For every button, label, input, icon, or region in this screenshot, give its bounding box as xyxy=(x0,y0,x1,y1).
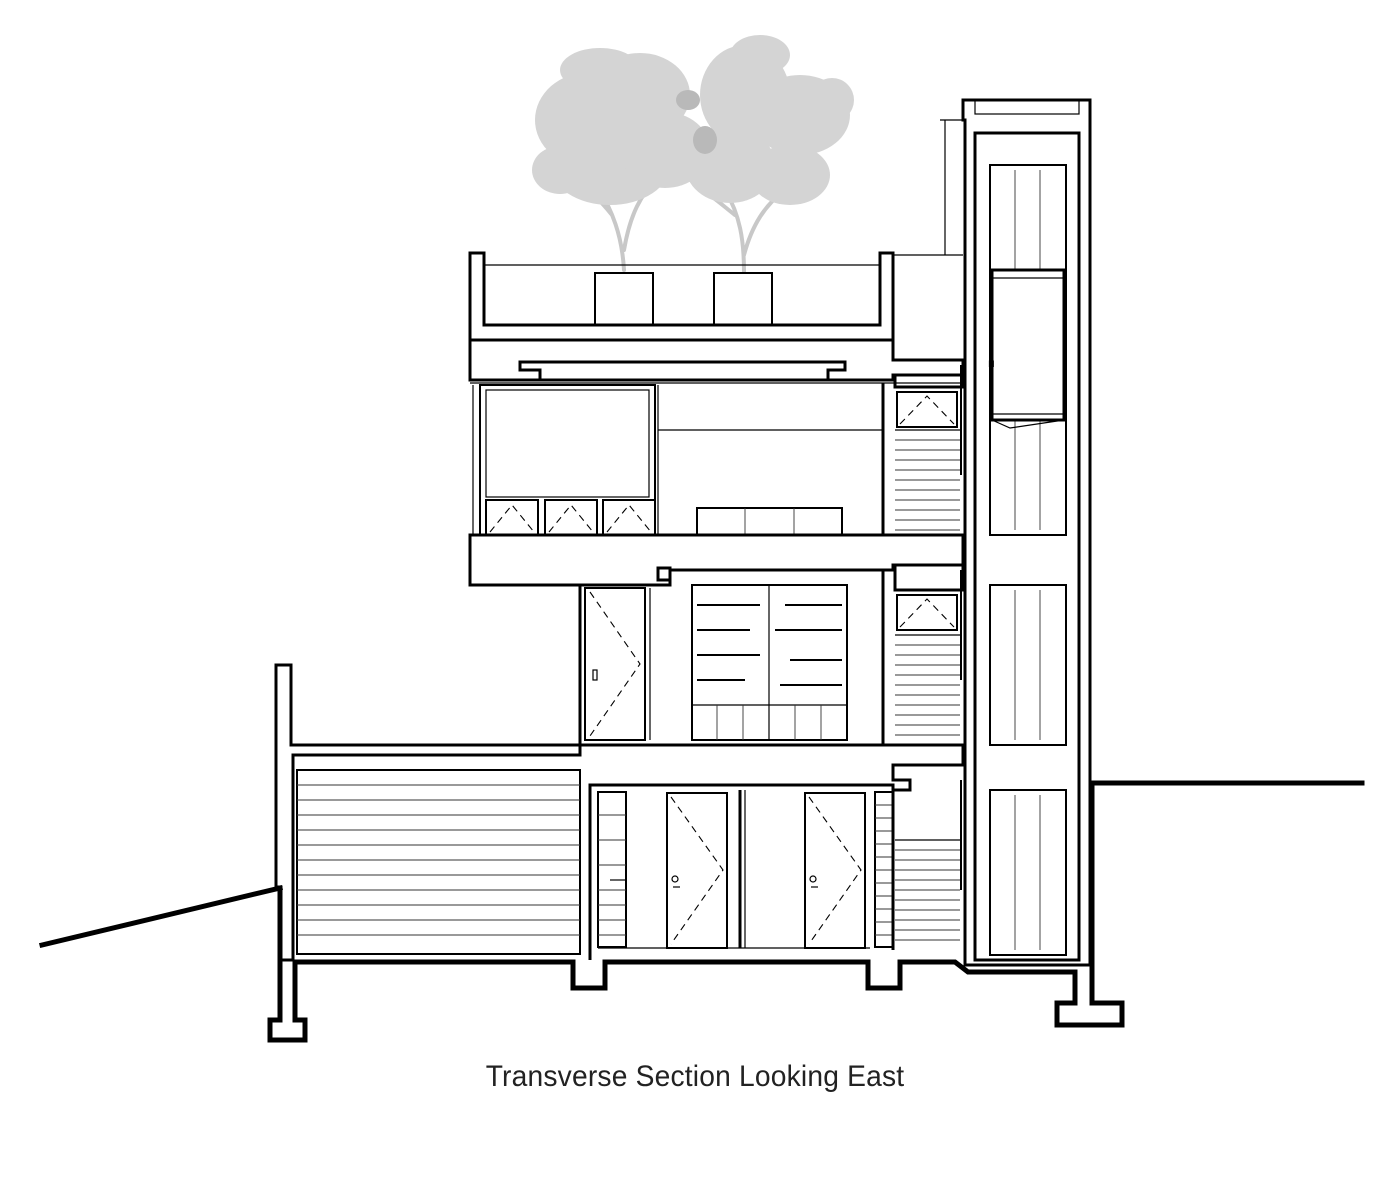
tower-roof-parapet xyxy=(974,99,1080,115)
level-3-window-glass xyxy=(485,389,650,498)
ground-floor-storage xyxy=(597,791,627,948)
level-1-stair xyxy=(874,780,962,950)
tree-left xyxy=(532,48,710,272)
level-2-balcony-door xyxy=(584,587,651,741)
level-3-stair-landing xyxy=(893,373,965,389)
garage-door-panels xyxy=(297,784,580,936)
tower-flue xyxy=(940,119,963,256)
garage-door xyxy=(296,769,581,955)
level-3-low-cabinet xyxy=(696,507,843,536)
ground-line-left xyxy=(38,884,284,949)
level-2-stair xyxy=(895,570,962,736)
level-3-stair xyxy=(895,365,962,531)
level-3-ceiling-slab xyxy=(468,340,965,382)
tree-right xyxy=(685,35,854,274)
level-3-awning-windows xyxy=(485,499,656,536)
drawing-caption: Transverse Section Looking East xyxy=(485,1060,905,1093)
elevator-marker: H xyxy=(988,360,995,370)
roof-planter-slab xyxy=(468,251,895,342)
level-1-floor-slab xyxy=(580,743,965,960)
planter-box-right xyxy=(713,272,773,326)
elevator-panels xyxy=(989,164,1067,956)
level-3-beam xyxy=(518,360,847,382)
foundation-outline xyxy=(267,780,1125,1043)
tower-inner-shaft xyxy=(973,131,1081,962)
garage-left-wall xyxy=(274,663,582,962)
ground-floor-door-left xyxy=(666,792,728,949)
level-2-bookshelf xyxy=(691,584,848,741)
rooftop-trees xyxy=(532,35,854,274)
level-2-floor-slab xyxy=(468,533,965,587)
ground-floor-door-right xyxy=(804,792,866,949)
level-2-stair-landing xyxy=(893,563,965,592)
tower-outline xyxy=(961,98,1092,967)
elevator-cab: H xyxy=(988,268,1066,429)
planter-box-left xyxy=(594,272,654,326)
